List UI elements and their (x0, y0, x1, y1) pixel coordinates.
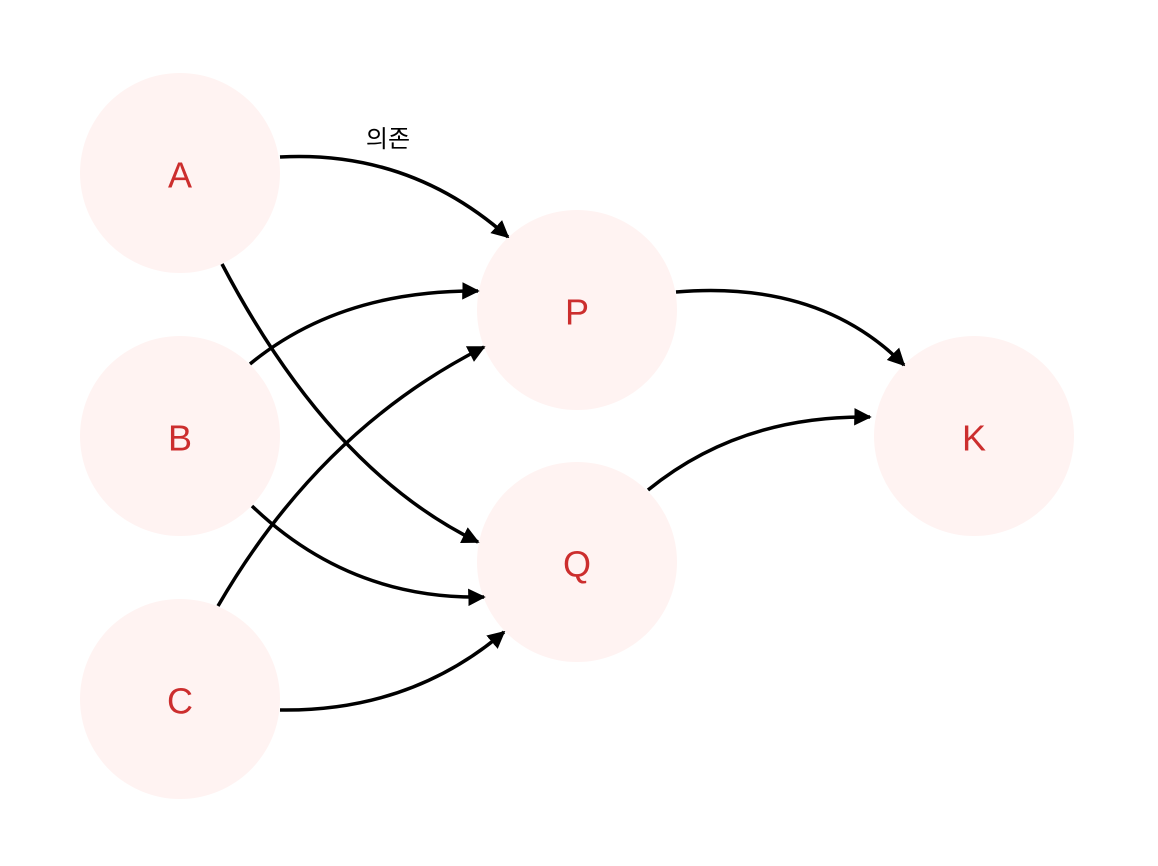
edge-b-p (248, 282, 480, 366)
node-c-label: C (167, 681, 193, 722)
node-a-label: A (168, 155, 192, 196)
edge-c-p (216, 345, 486, 607)
node-k-label: K (962, 418, 986, 459)
node-b[interactable]: B (80, 336, 280, 536)
node-q-label: Q (563, 544, 591, 585)
edge-b-q (250, 504, 486, 607)
node-a[interactable]: A (80, 73, 280, 273)
edge-a-q (220, 263, 480, 544)
edge-a-p-label: 의존 (366, 125, 410, 153)
node-c[interactable]: C (80, 599, 280, 799)
node-p-label: P (565, 292, 589, 333)
node-q[interactable]: Q (477, 462, 677, 662)
edge-q-k (646, 408, 872, 492)
edge-c-q (279, 630, 506, 712)
edge-p-k (675, 288, 906, 367)
node-k[interactable]: K (874, 336, 1074, 536)
node-p[interactable]: P (477, 210, 677, 410)
node-b-label: B (168, 418, 192, 459)
edge-a-p (279, 154, 510, 239)
